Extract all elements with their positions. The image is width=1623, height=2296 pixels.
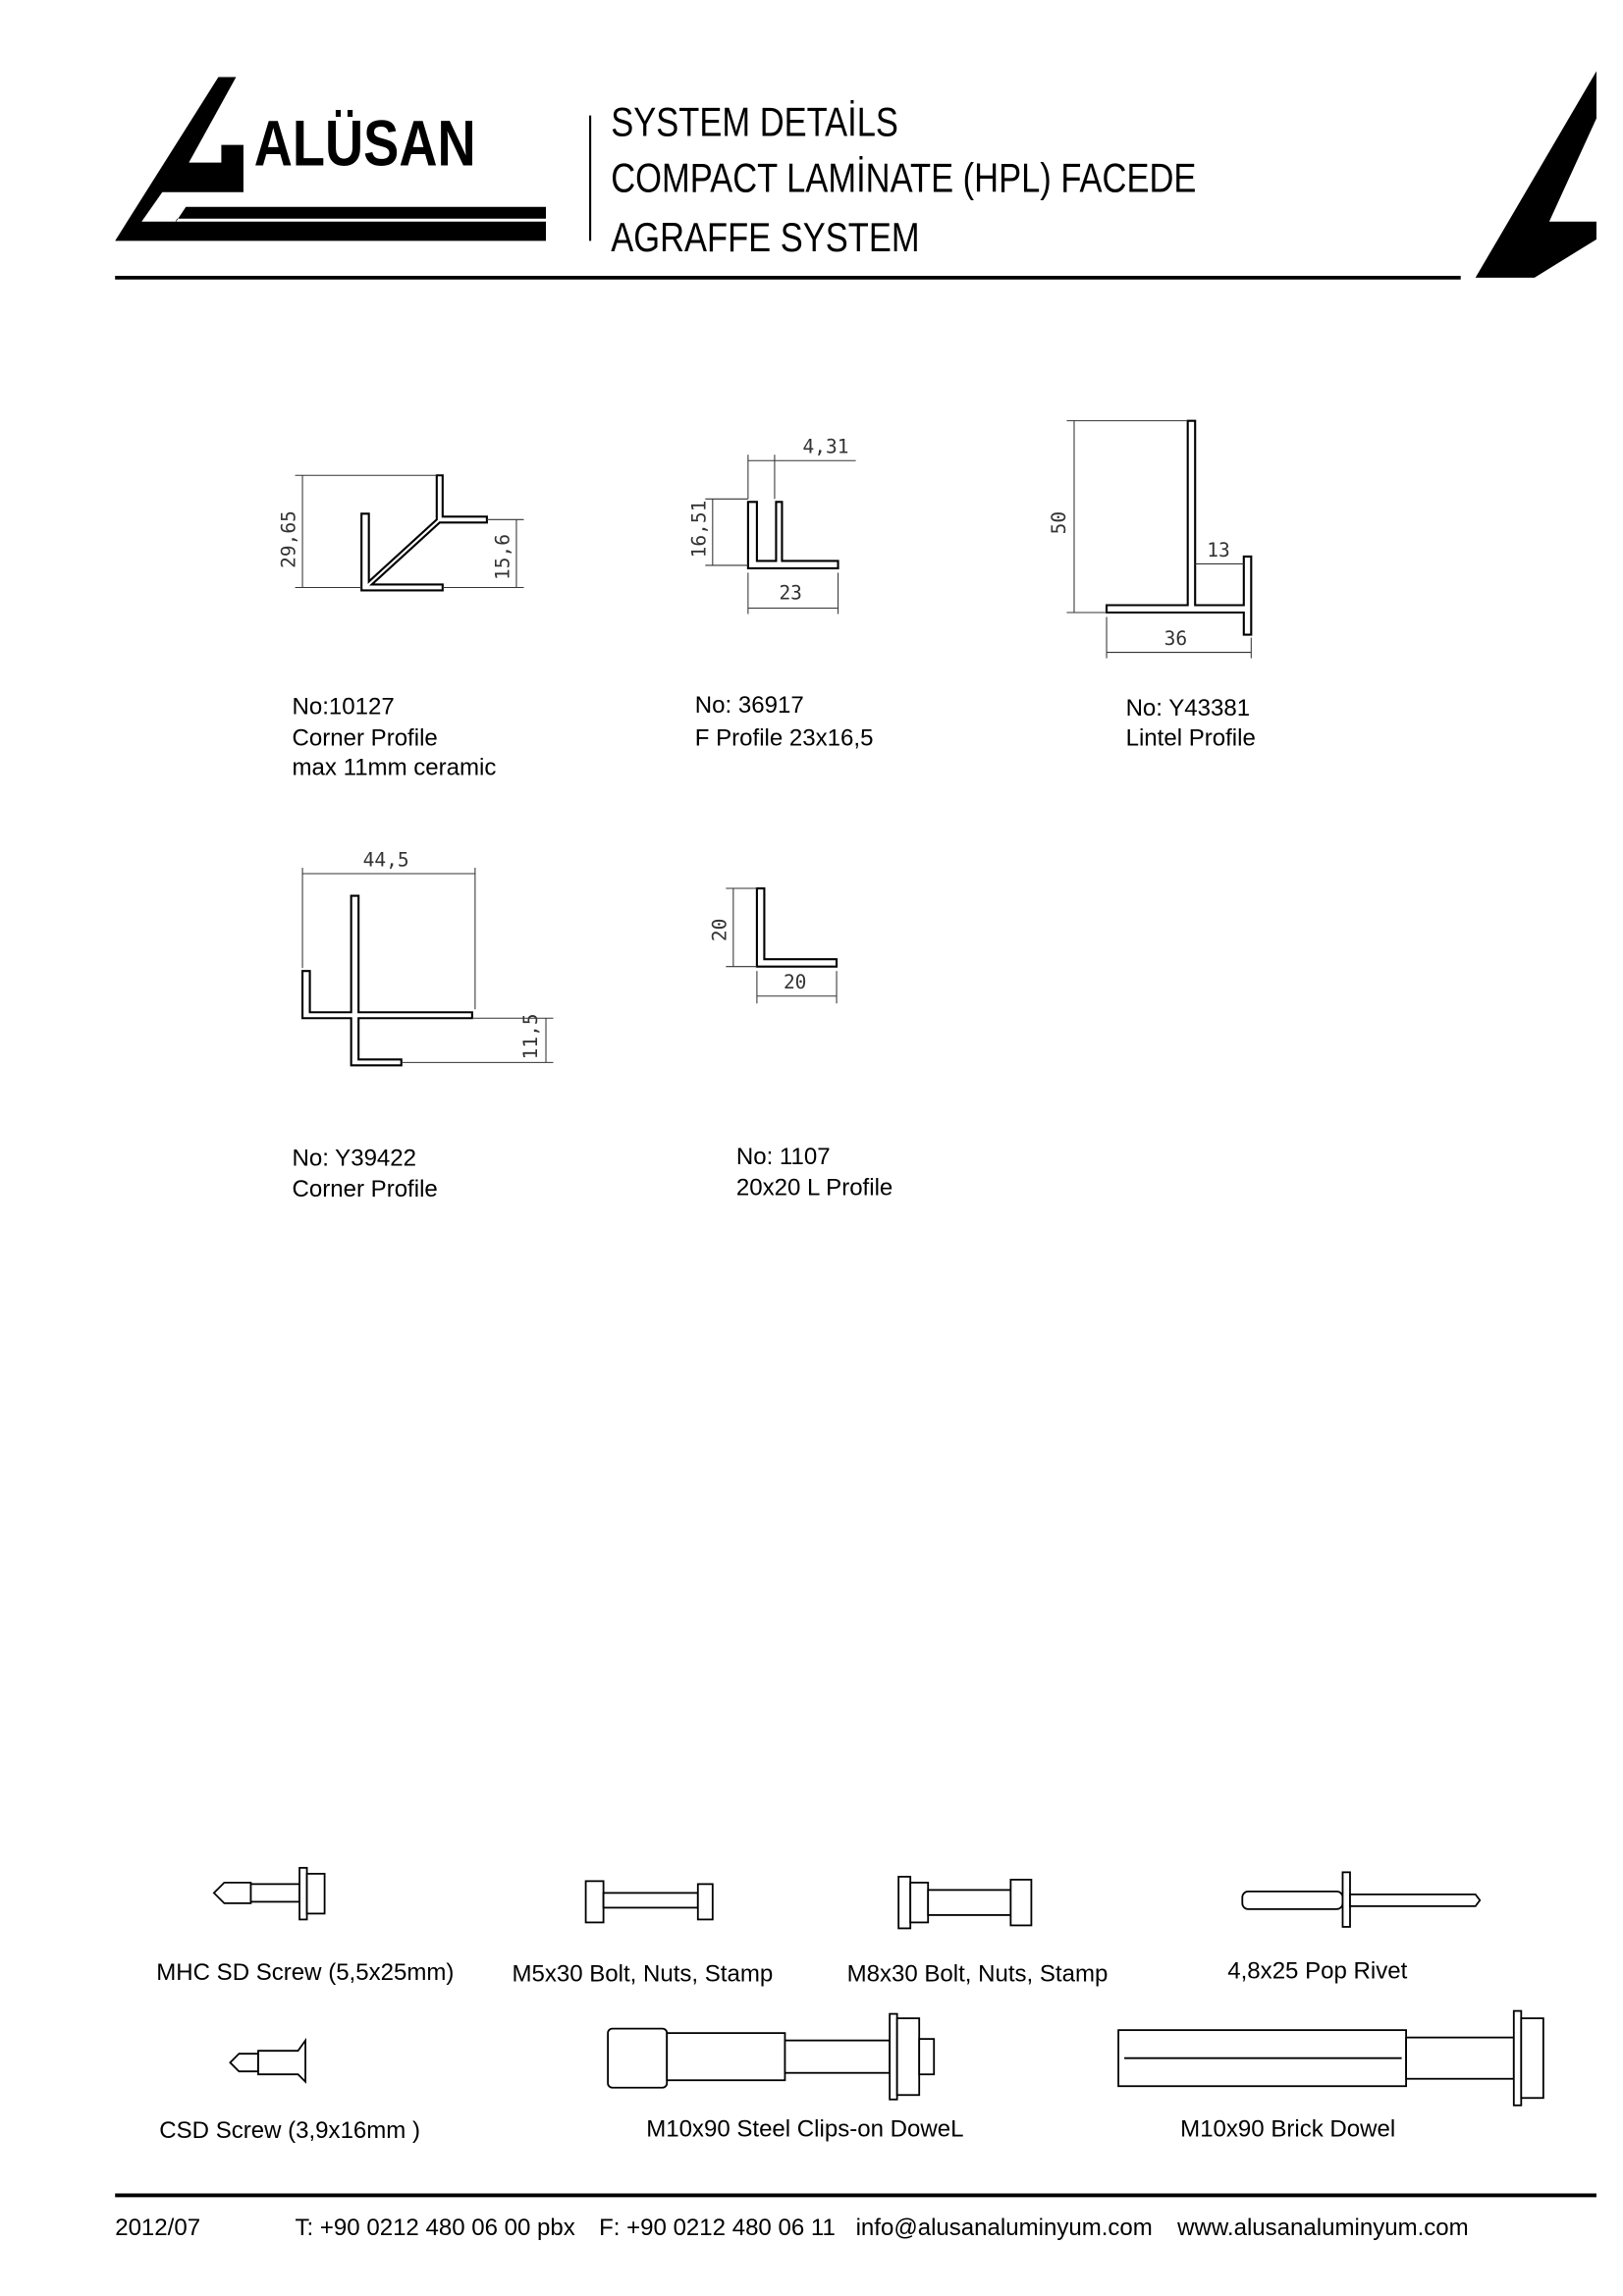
dim-label: 36: [1164, 627, 1188, 650]
title-line-1: SYSTEM DETAİLS: [611, 99, 898, 145]
profile-name: 20x20 L Profile: [736, 1175, 893, 1201]
profile-number: No: 1107: [736, 1144, 831, 1170]
dim-label: 50: [1048, 511, 1070, 535]
profile-note: max 11mm ceramic: [293, 754, 497, 780]
dim-label: 13: [1207, 539, 1230, 561]
hardware-label: M8x30 Bolt, Nuts, Stamp: [847, 1961, 1109, 1988]
dim-label: 4,31: [802, 436, 848, 458]
footer-email[interactable]: info@alusanaluminyum.com: [856, 2215, 1153, 2241]
hardware-label: CSD Screw (3,9x16mm ): [159, 2117, 420, 2144]
logo-mark-partial: [1475, 71, 1596, 278]
profile-number: No: Y39422: [293, 1146, 417, 1172]
dim-label: 16,51: [687, 501, 710, 559]
hardware-label: M10x90 Brick Dowel: [1180, 2115, 1395, 2142]
m8x30-bolt-drawing: [897, 1875, 1033, 1930]
profile-36917-drawing: 4,31 16,51 23: [687, 436, 856, 614]
profile-name: F Profile 23x16,5: [695, 724, 874, 751]
logo-text: ALÜSAN: [254, 107, 476, 180]
profile-name: Corner Profile: [293, 1176, 438, 1202]
dim-label: 20: [784, 971, 807, 993]
dim-label: 23: [779, 581, 802, 604]
hardware-label: MHC SD Screw (5,5x25mm): [156, 1959, 454, 1986]
steel-clips-on-dowel-drawing: [607, 2012, 936, 2101]
footer-date: 2012/07: [115, 2215, 200, 2241]
dim-label: 20: [708, 919, 730, 942]
dim-label: 11,5: [519, 1013, 542, 1059]
csd-screw-drawing: [229, 2037, 306, 2084]
footer-fax: F: +90 0212 480 06 11: [599, 2215, 836, 2241]
hardware-label: M5x30 Bolt, Nuts, Stamp: [512, 1961, 773, 1988]
profile-name: Corner Profile: [293, 724, 438, 751]
profile-1107-drawing: 20 20: [708, 886, 839, 1004]
profile-number: No: 36917: [695, 692, 804, 719]
title-line-3: AGRAFFE SYSTEM: [611, 215, 919, 261]
profile-10127-drawing: 29,65 15,6: [278, 474, 524, 592]
footer-website[interactable]: www.alusanaluminyum.com: [1176, 2215, 1469, 2241]
hardware-label: M10x90 Steel Clips-on DoweL: [646, 2115, 963, 2142]
title-line-2: COMPACT LAMİNATE (HPL) FACEDE: [611, 156, 1196, 202]
profile-name: Lintel Profile: [1126, 724, 1256, 751]
footer-phone: T: +90 0212 480 06 00 pbx: [296, 2215, 575, 2241]
dim-label: 15,6: [491, 534, 514, 580]
profile-number: No: Y43381: [1126, 695, 1251, 721]
alusan-logo: ALÜSAN Alüminyum Sanayi ve Tic. A.Ş.: [115, 77, 547, 241]
hardware-label: 4,8x25 Pop Rivet: [1227, 1958, 1407, 1985]
dim-label: 44,5: [363, 848, 409, 871]
m5x30-bolt-drawing: [584, 1880, 714, 1924]
dim-label: 29,65: [278, 510, 300, 568]
profile-Y39422-drawing: 44,5 11,5: [301, 848, 554, 1067]
mhc-sd-screw-drawing: [212, 1866, 326, 1921]
logo-subtitle: Alüminyum Sanayi ve Tic. A.Ş.: [200, 220, 460, 241]
profile-number: No:10127: [293, 694, 395, 721]
pop-rivet-drawing: [1241, 1871, 1482, 1928]
profile-Y43381-drawing: 50 13 36: [1048, 419, 1253, 659]
brick-dowel-drawing: [1117, 2009, 1544, 2107]
